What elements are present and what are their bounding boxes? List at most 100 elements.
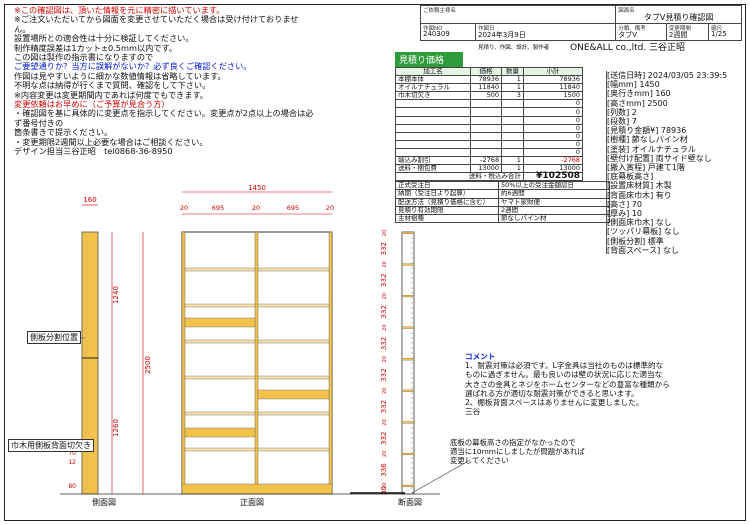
section-dim: 20 — [382, 293, 388, 299]
spec-item: [段数] 7 — [607, 117, 637, 127]
section-view: 2033220332203322033220332203322033220336… — [380, 230, 415, 495]
shelf-board — [257, 303, 330, 308]
note-line: ・変更期限2週間以上必要な場合はご相談ください。 — [14, 136, 208, 147]
customer-label: ご依頼主様名 — [423, 8, 457, 14]
spec-item: [送信日時] 2024/03/05 23:39:5 — [607, 71, 728, 80]
side-view-label: 側面図 — [92, 498, 116, 507]
spec-item: [ツッパリ幕板] なし — [607, 227, 680, 237]
dim-col-right: 695 — [287, 204, 299, 212]
spec-item: [奥行きmm] 160 — [607, 89, 671, 99]
shelf-board — [257, 375, 330, 380]
section-view-label: 断面図 — [398, 498, 422, 507]
scale-label: 縮尺 — [711, 26, 723, 32]
spec-item: [厚み] 10 — [607, 209, 642, 219]
spec-item: [壁付け配置] 両サイド壁なし — [607, 153, 712, 163]
spec-item: [底幕板高さ] — [607, 172, 654, 182]
section-dim: 332 — [380, 432, 388, 445]
period-label: 変更期間 — [668, 26, 691, 32]
note-line: ご要望通りか？当方に誤解がないか？必ず良くご確認ください。 — [14, 61, 252, 72]
spec-item: [高さmm] 2500 — [607, 98, 668, 108]
dim-80: 80 — [68, 483, 76, 490]
shelf-board — [184, 447, 256, 452]
spec-item: [設置床材質] 木製 — [607, 181, 672, 191]
dim-width: 1450 — [248, 184, 266, 192]
note-line: デザイン担当三谷正昭 tel0868-36-8950 — [14, 146, 173, 157]
note-line: 作図は見やすいように細かな数値情報は省略しています。 — [14, 70, 226, 81]
bottom-note-line: 変更してください — [450, 456, 509, 465]
note-line: この図は製作の指示書になりますので — [14, 52, 154, 63]
dim-depth: 160 — [83, 196, 96, 204]
dim-side-right: 20 — [326, 204, 334, 212]
note-line: 制作精度誤差は1カット±0.5mm以内です。 — [14, 42, 178, 53]
spec-item: [高さ] 70 — [607, 199, 642, 209]
comment-line: 2、棚板背面スペースはありませんに変更しました。 — [465, 398, 644, 408]
section-dim: 20 — [382, 356, 388, 362]
note-line: ・確認図を基に具体的に変更点を指示してください。変更点が2点以上の場合は必ず番号… — [14, 108, 314, 128]
shelf-board — [257, 411, 330, 416]
section-dim: 20 — [382, 419, 388, 425]
dim-col-left: 695 — [212, 204, 224, 212]
drawing-name: タブV見積り確認図 — [643, 13, 714, 22]
drawing-label: 図面名 — [618, 8, 635, 14]
section-dim: 20 — [382, 261, 388, 267]
note-line: 箇条書きで提示ください。 — [14, 127, 113, 138]
section-dim: 20 — [382, 324, 388, 330]
section-shelf — [401, 263, 415, 266]
section-dim: 332 — [380, 400, 388, 413]
spec-item: [塗装] オイルナチュラル — [607, 144, 696, 154]
spec-item: [背面床巾木] 有り — [607, 190, 672, 200]
section-shelf — [401, 484, 415, 487]
shelf-board — [184, 303, 256, 308]
spec-item: [樹種] 節なしパイン材 — [607, 135, 688, 145]
drawing-class: タブV — [618, 31, 638, 39]
section-dim: 332 — [380, 337, 388, 350]
dim-bottom-part: 1260 — [112, 419, 120, 437]
change-period: 2週間 — [668, 31, 688, 39]
bottom-note-line: 底板の幕板高さの指定がなかったので — [450, 438, 576, 447]
dim-side-mid: 20 — [252, 204, 260, 212]
section-dim: 336 — [380, 463, 388, 477]
note-line: ※内容変更は変更期間内であれば何度でもできます。 — [14, 89, 208, 100]
fixed-shelf — [257, 389, 330, 400]
shelf-board — [184, 411, 256, 416]
spec-item: [見積り金額¥] 78936 — [607, 126, 687, 136]
note-line: 変更依頼はお早めに（ご予算が見合う方） — [14, 99, 170, 110]
comment-line: 三谷 — [465, 407, 481, 417]
fixed-shelf — [184, 427, 256, 438]
section-shelf — [401, 421, 415, 424]
section-shelf — [401, 326, 415, 329]
section-dim: 20 — [382, 388, 388, 394]
spec-item: [背面スペース] なし — [607, 245, 679, 254]
dim-70: 70 — [68, 450, 76, 457]
date-label: 作図日 — [478, 26, 495, 32]
quote-title: 見積り価格 — [395, 52, 463, 67]
shelf-board — [184, 339, 256, 344]
term-value: 節なしパイン材 — [498, 213, 610, 223]
section-shelf — [401, 452, 415, 456]
maker-line: 見積り、作図、設計、製作者 — [478, 45, 550, 51]
section-dim: 20 — [382, 483, 388, 489]
section-shelf — [401, 358, 415, 361]
shelf-board — [184, 267, 256, 272]
bottom-note-line: 適当に10mmにしましたが問題があれば — [450, 447, 585, 456]
comment-line: 大きさの金具とネジをホームセンターなどの豊富な種類から — [465, 379, 670, 389]
dim-top-part: 1240 — [112, 286, 120, 304]
drawing-scale: 1/25 — [711, 30, 727, 38]
section-dim: 20 — [382, 451, 388, 457]
spec-item: [側板分割] 標準 — [607, 236, 664, 246]
section-dim: 332 — [380, 274, 388, 287]
shelf-board — [257, 447, 330, 452]
side-split-label: 側板分割位置 — [27, 331, 81, 344]
section-dim: 20 — [382, 230, 388, 236]
notes-block: ※この確認図は、頂いた情報を元に精密に描いています。※ご注文いただいてから図面を… — [14, 5, 314, 157]
table-row: 主材樹種節なしパイン材 — [395, 213, 610, 223]
shelf-board — [184, 375, 256, 380]
bottom-note: 底板の幕板高さの指定がなかったので適当に10mmにしましたが問題があれば変更して… — [450, 438, 650, 465]
total-value: ¥102508 — [522, 172, 584, 182]
spec-item: [側面床巾木] なし — [607, 218, 672, 228]
baseboard-cut-label: 巾木用側板背面切欠き — [8, 439, 94, 452]
